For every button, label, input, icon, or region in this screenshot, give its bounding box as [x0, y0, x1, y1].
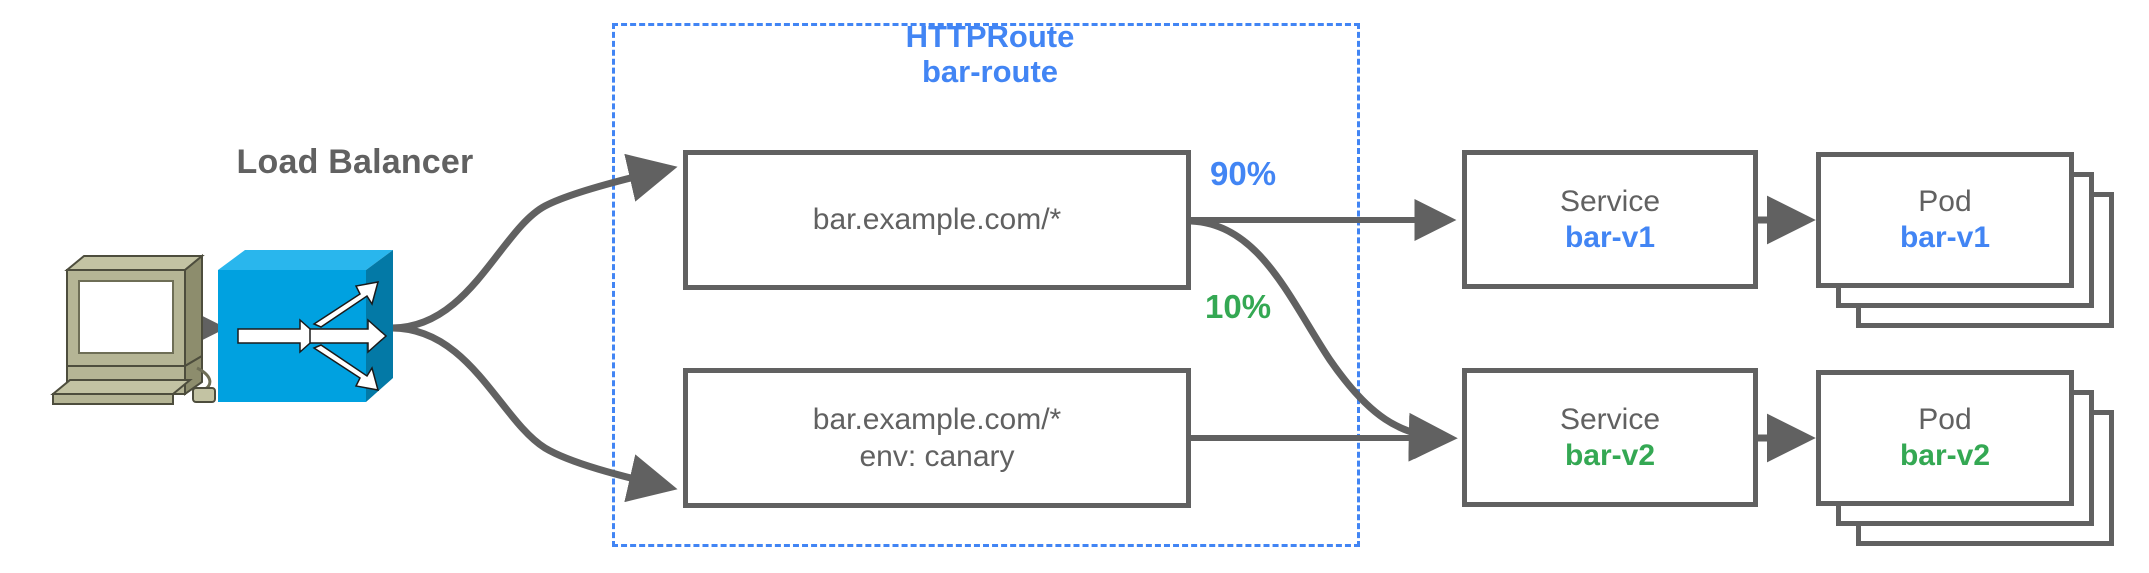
edge-loadbalancer-to-rule-1: [388, 153, 678, 332]
service-bar-v2-kind: Service: [1559, 402, 1661, 436]
service-bar-v1-name: bar-v1: [1564, 220, 1656, 254]
route-rule-2-box[interactable]: bar.example.com/* env: canary: [683, 368, 1191, 508]
route-rule-2-header: env: canary: [859, 440, 1015, 473]
pods-bar-v1-text: Pod bar-v1: [1821, 184, 2069, 256]
service-bar-v1-text: Service bar-v1: [1467, 184, 1753, 256]
httproute-name: bar-route: [921, 53, 1059, 89]
pods-bar-v1-stack[interactable]: Pod bar-v1: [1816, 152, 2116, 332]
pods-bar-v2-stack[interactable]: Pod bar-v2: [1816, 370, 2116, 550]
httproute-title: HTTPRoute bar-route: [840, 19, 1140, 89]
pods-bar-v2-kind: Pod: [1918, 403, 1972, 436]
weight-label-10: 10%: [1205, 288, 1272, 325]
service-bar-v2-box[interactable]: Service bar-v2: [1462, 368, 1758, 507]
edge-rule-1-to-service-bar-v2: [1187, 217, 1458, 462]
desktop-computer-icon: [50, 253, 216, 405]
service-bar-v2-name: bar-v2: [1564, 438, 1656, 472]
pod-replica-1[interactable]: Pod bar-v2: [1816, 370, 2074, 506]
service-bar-v1-box[interactable]: Service bar-v1: [1462, 150, 1758, 289]
route-rule-1-box[interactable]: bar.example.com/*: [683, 150, 1191, 290]
service-bar-v2-text: Service bar-v2: [1467, 402, 1753, 474]
pods-bar-v1-name: bar-v1: [1899, 221, 1991, 254]
edge-loadbalancer-to-rule-2: [388, 324, 678, 503]
load-balancer-switch-icon: [218, 250, 393, 402]
httproute-group-boundary: [612, 23, 1360, 547]
weight-label-90: 90%: [1210, 155, 1277, 192]
pods-bar-v2-name: bar-v2: [1899, 439, 1991, 472]
route-rule-2-hostname: bar.example.com/*: [812, 402, 1062, 436]
service-bar-v1-kind: Service: [1559, 184, 1661, 218]
pods-bar-v2-text: Pod bar-v2: [1821, 402, 2069, 474]
route-rule-1-match: bar.example.com/*: [812, 203, 1062, 237]
httproute-kind: HTTPRoute: [905, 19, 1075, 54]
pods-bar-v1-kind: Pod: [1918, 185, 1972, 218]
route-rule-2-match: bar.example.com/* env: canary: [688, 401, 1186, 476]
pod-replica-1[interactable]: Pod bar-v1: [1816, 152, 2074, 288]
load-balancer-label: Load Balancer: [236, 143, 474, 181]
